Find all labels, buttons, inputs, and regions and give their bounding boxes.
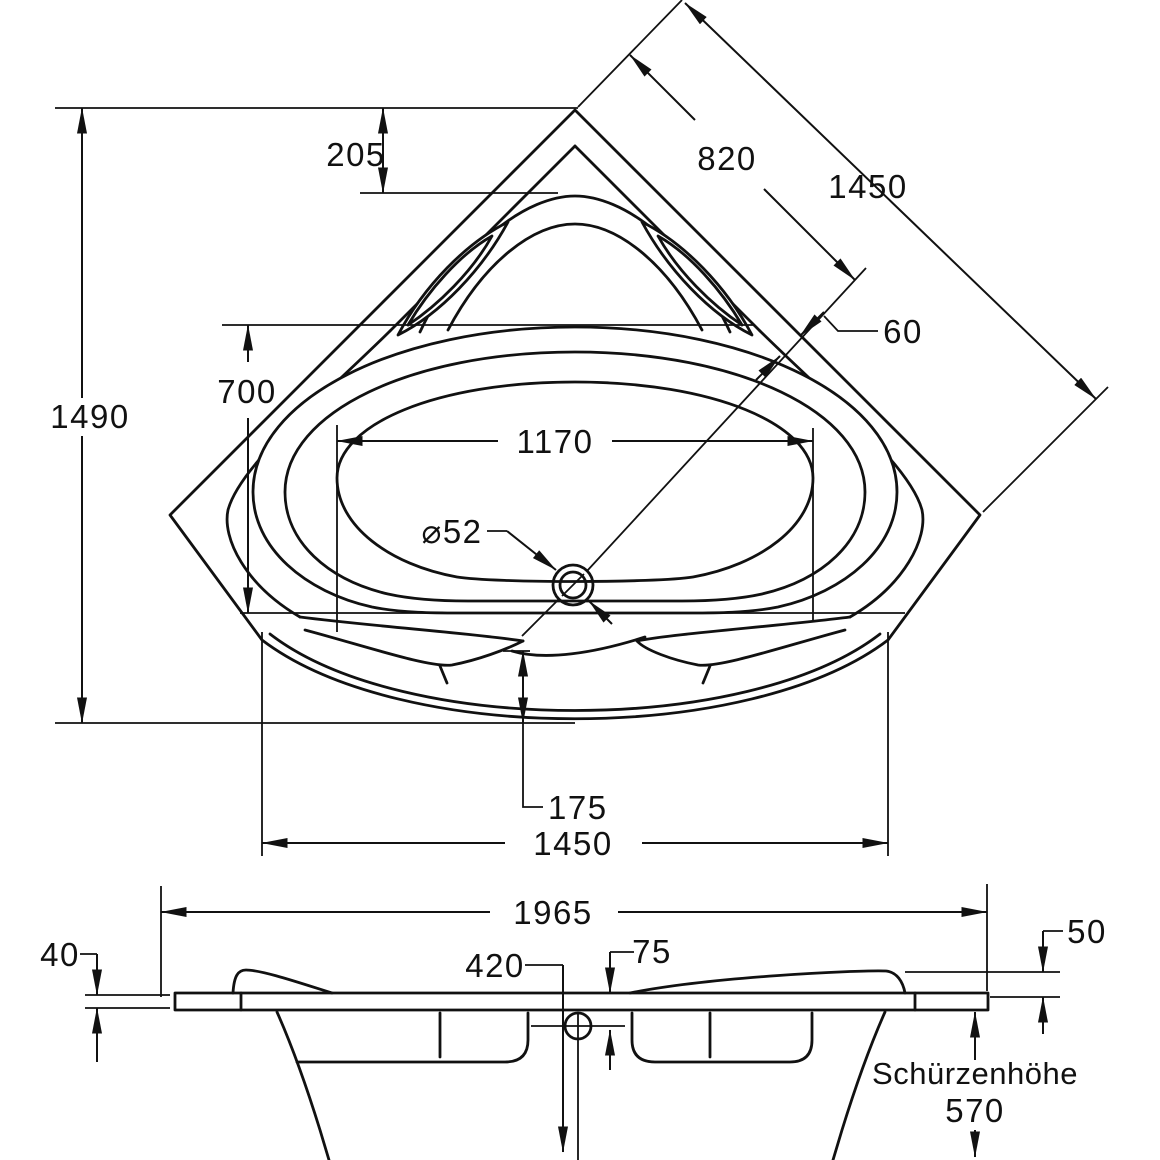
side-view: 1965 40 420 75 50 xyxy=(40,884,1107,1160)
plan-view: 1490 205 700 1170 820 1450 xyxy=(50,0,1109,862)
dim-1450-diagonal-label: 1450 xyxy=(828,168,907,205)
plan-dimensions: 1490 205 700 1170 820 1450 xyxy=(50,0,1109,862)
front-seat-edges xyxy=(240,612,905,685)
side-dimensions: 1965 40 420 75 50 xyxy=(40,884,1107,1158)
dim-1965-label: 1965 xyxy=(513,894,592,931)
dim-60-label: 60 xyxy=(883,313,923,350)
apron-height-caption: Schürzenhöhe xyxy=(872,1056,1078,1091)
dim-1450-bottom-label: 1450 xyxy=(533,825,612,862)
dim-50-label: 50 xyxy=(1067,913,1107,950)
dim-drain-diameter-label: ⌀52 xyxy=(421,513,482,550)
dim-820-label: 820 xyxy=(697,140,757,177)
dim-75-label: 75 xyxy=(632,933,672,970)
dim-175-label: 175 xyxy=(548,789,608,826)
dim-1170-label: 1170 xyxy=(517,423,594,460)
dim-420-label: 420 xyxy=(465,947,525,984)
dim-570-label: 570 xyxy=(945,1092,1005,1129)
side-tub-profile xyxy=(173,968,990,1160)
dim-1490-label: 1490 xyxy=(50,398,129,435)
dim-700-label: 700 xyxy=(217,373,277,410)
dim-205-label: 205 xyxy=(326,136,386,173)
dim-40-label: 40 xyxy=(40,936,80,973)
